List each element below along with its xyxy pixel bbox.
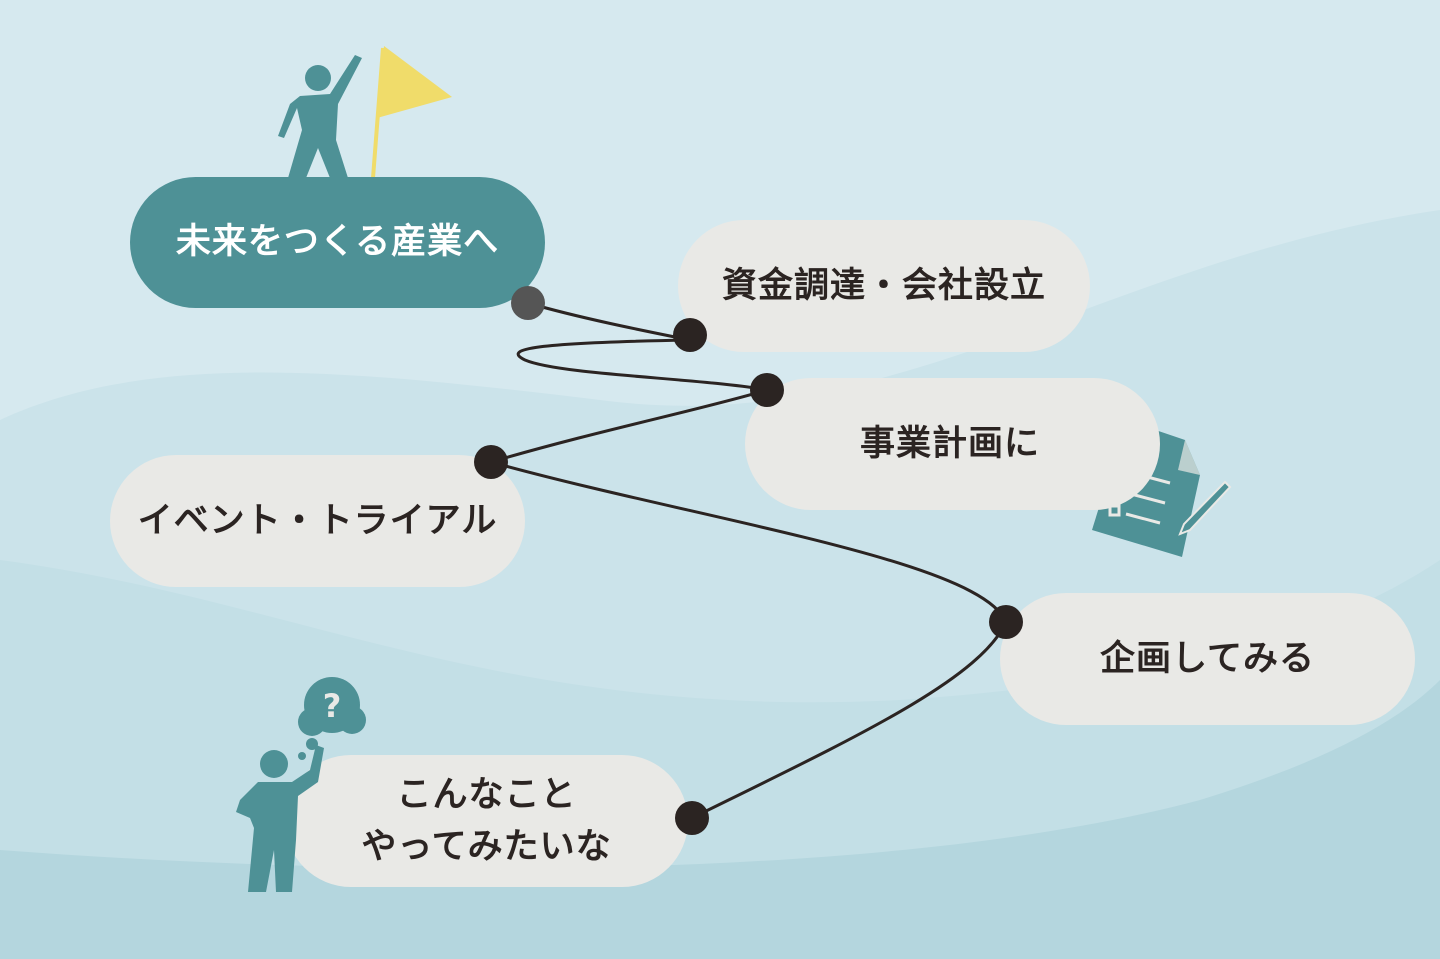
step-idea: こんなこと やってみたいな <box>285 755 688 887</box>
step-goal-future-industry: 未来をつくる産業へ <box>130 177 545 308</box>
step-label: 事業計画に <box>859 423 1040 464</box>
pencil-icon <box>1178 480 1232 536</box>
step-event-trial: イベント・トライアル <box>110 455 525 587</box>
step-label-line1: こんなこと <box>396 774 577 815</box>
person-with-flag-icon <box>278 55 362 178</box>
step-business-plan: 事業計画に <box>745 378 1160 510</box>
step-planning: 企画してみる <box>1000 593 1415 725</box>
step-funding-incorporation: 資金調達・会社設立 <box>678 220 1090 352</box>
step-label: 企画してみる <box>1100 638 1315 679</box>
step-label-line2: やってみたいな <box>361 827 612 867</box>
step-label: イベント・トライアル <box>137 500 498 541</box>
flag-icon <box>371 46 452 179</box>
step-label: 未来をつくる産業へ <box>175 222 500 263</box>
wave-3 <box>0 680 1440 959</box>
step-label: 資金調達・会社設立 <box>721 265 1046 306</box>
